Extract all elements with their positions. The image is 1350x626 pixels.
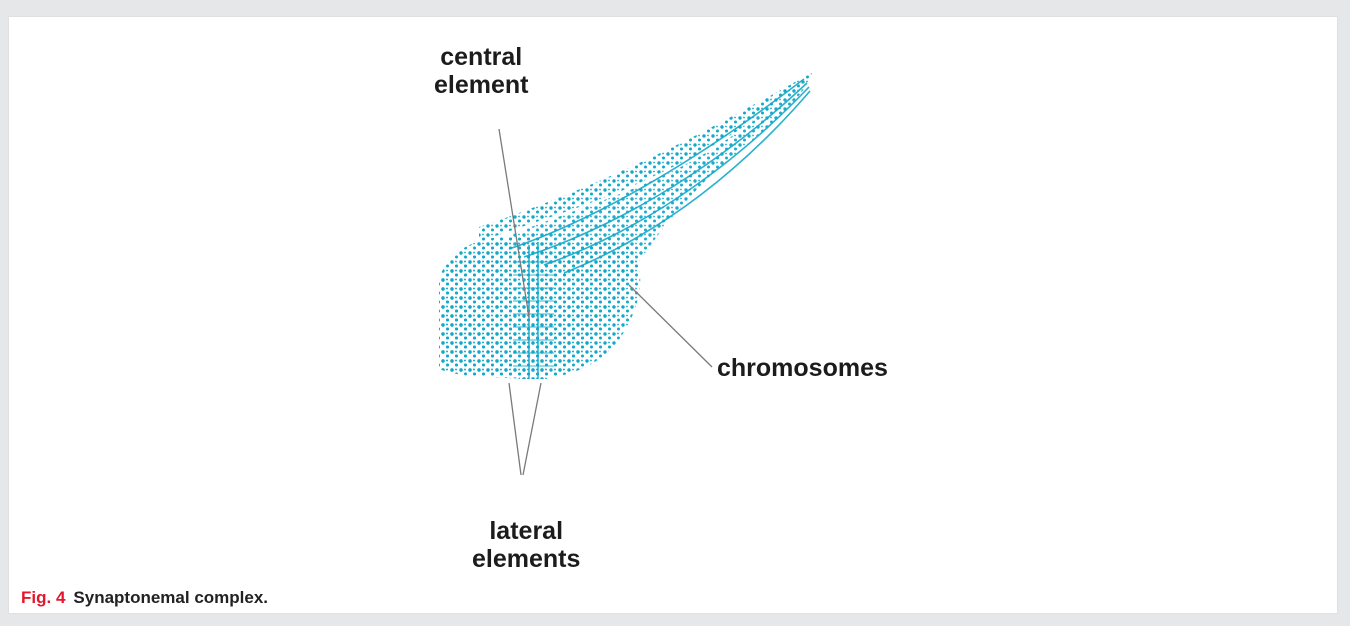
synaptonemal-complex-diagram — [9, 17, 1337, 577]
chromosomes-leader-line — [629, 285, 712, 367]
left-lateral-element — [439, 237, 519, 377]
figure-caption: Fig. 4 Synaptonemal complex. — [21, 588, 268, 608]
lateral-elements-label: lateral elements — [472, 517, 580, 573]
right-lateral-element — [548, 243, 640, 377]
lateral-left-leader-line — [509, 383, 521, 475]
figure-number: Fig. 4 — [21, 588, 65, 607]
central-element-label-text: central element — [434, 43, 528, 99]
figure-frame: central element chromosomes lateral elem… — [8, 16, 1338, 614]
lateral-elements-label-text: lateral elements — [472, 517, 580, 573]
central-element-label: central element — [434, 43, 528, 99]
lateral-right-leader-line — [523, 383, 541, 475]
chromosomes-label: chromosomes — [717, 354, 888, 382]
caption-text: Synaptonemal complex. — [73, 588, 268, 607]
